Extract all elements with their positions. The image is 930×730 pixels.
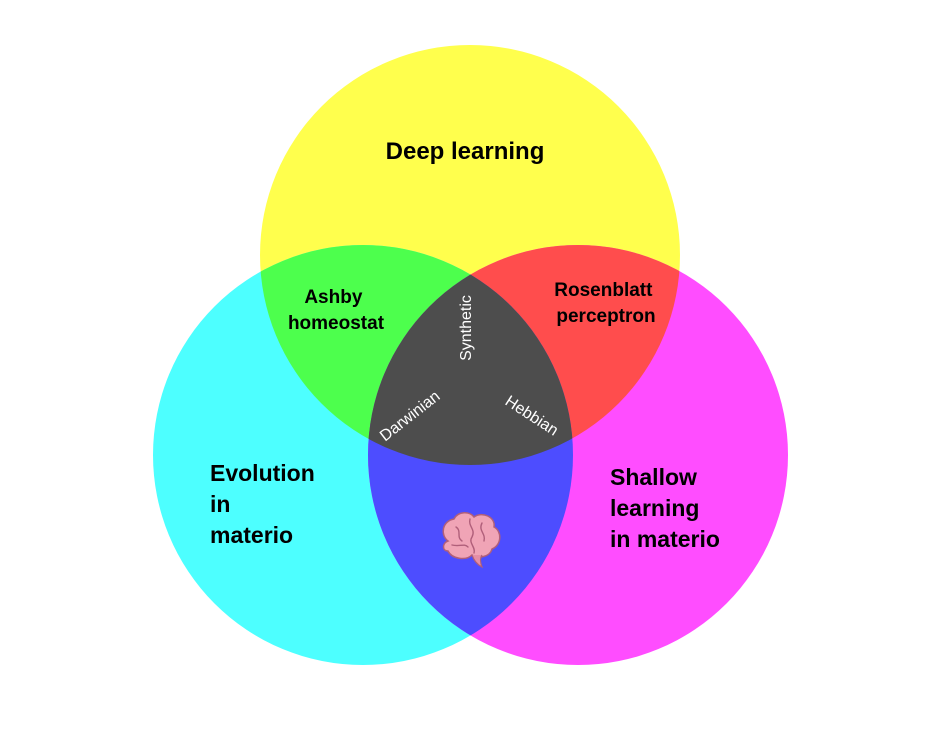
- label-shallow-line-1: Shallow: [610, 464, 697, 490]
- label-rosenblatt-line-1: Rosenblatt: [554, 280, 653, 301]
- overlap-center: [368, 245, 573, 465]
- label-evolution-line-1: Evolution: [210, 460, 315, 486]
- label-shallow-line-2: learning: [610, 495, 699, 521]
- label-ashby-line-1: Ashby: [304, 287, 363, 308]
- label-evolution-line-2: in: [210, 491, 230, 517]
- label-deep-learning: Deep learning: [386, 138, 545, 165]
- label-evolution-in-materio: Evolution in materio: [210, 460, 321, 548]
- label-rosenblatt-perceptron: Rosenblatt perceptron: [554, 280, 657, 327]
- label-shallow-line-3: in materio: [610, 526, 720, 552]
- label-evolution-line-3: materio: [210, 522, 293, 548]
- label-synthetic: Synthetic: [458, 295, 475, 361]
- label-rosenblatt-line-2: perceptron: [556, 306, 655, 327]
- label-shallow-learning: Shallow learning in materio: [610, 464, 720, 552]
- label-ashby-line-2: homeostat: [288, 313, 385, 334]
- label-ashby-homeostat: Ashby homeostat: [288, 287, 385, 334]
- brain-icon: [442, 512, 501, 569]
